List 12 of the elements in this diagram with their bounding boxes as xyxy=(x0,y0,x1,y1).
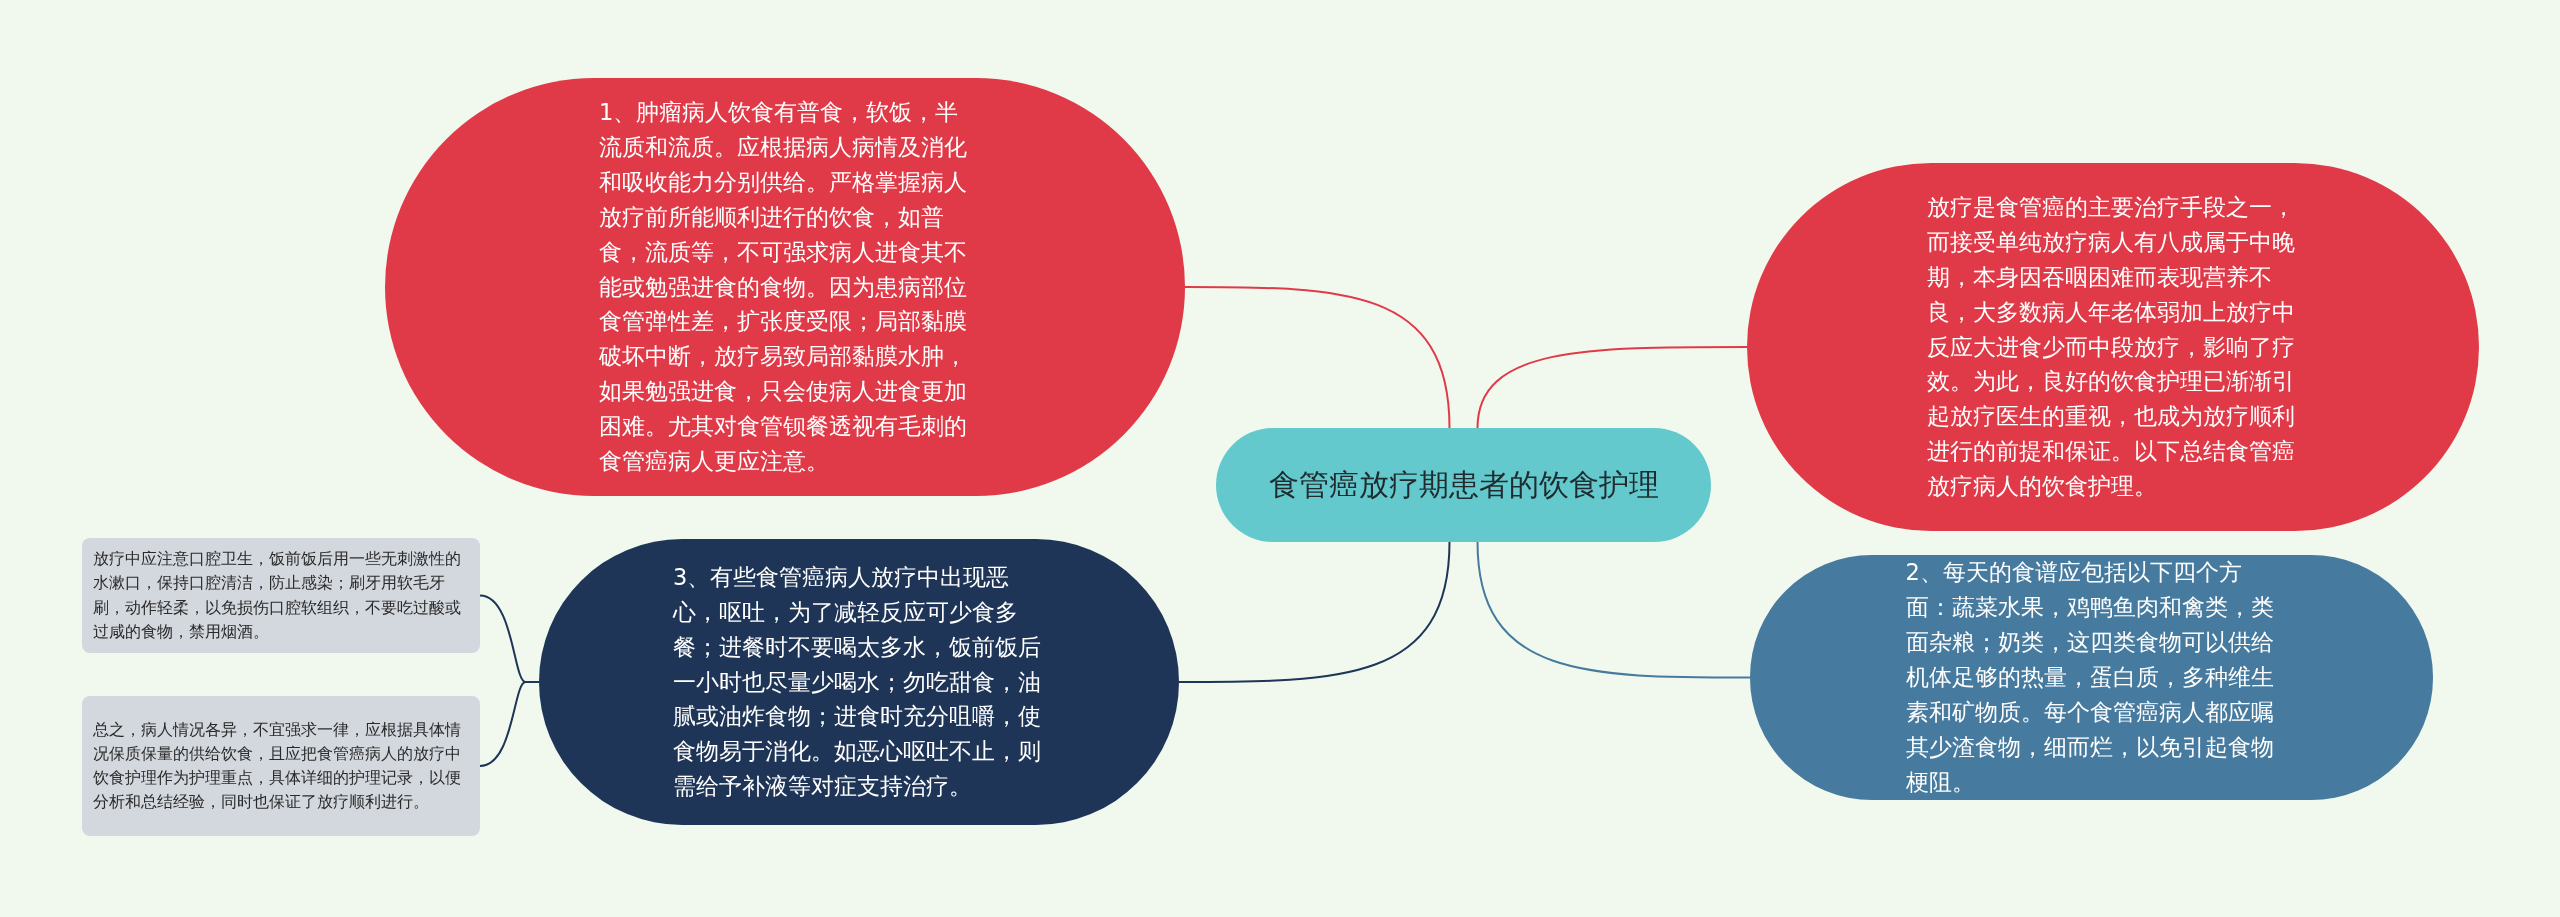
connector-line xyxy=(1476,346,1748,429)
note-card: 总之，病人情况各异，不宜强求一律，应根据具体情况保质保量的供给饮食，且应把食管癌病人的放疗中饮食护理作为护理重点，具体详细的护理记录，以便分析和总结经验，同时也保证了放疗顺利进行。 xyxy=(82,696,480,836)
topic-pill: 2、每天的食谱应包括以下四个方面：蔬菜水果，鸡鸭鱼肉和禽类，类面杂粮；奶类，这四类食物可以供给机体足够的热量，蛋白质，多种维生素和矿物质。每个食管癌病人都应嘱其少渣食物，细而烂，以免引起食物梗阻。 xyxy=(1750,555,2433,800)
connector-line xyxy=(1178,541,1451,683)
topic-pill: 1、肿瘤病人饮食有普食，软饭，半流质和流质。应根据病人病情及消化和吸收能力分别供给。严格掌握病人放疗前所能顺利进行的饮食，如普食，流质等，不可强求病人进食其不能或勉强进食的食物。因为患病部位食管弹性差，扩张度受限；局部黏膜破坏中断，放疗易致局部黏膜水肿，如果勉强进食，只会使病人进食更加困难。尤其对食管钡餐透视有毛刺的食管癌病人更应注意。 xyxy=(385,78,1185,496)
connector-line xyxy=(1184,286,1451,429)
topic-pill: 3、有些食管癌病人放疗中出现恶心，呕吐，为了减轻反应可少食多餐；进餐时不要喝太多水，饭前饭后一小时也尽量少喝水；勿吃甜食，油腻或油炸食物；进食时充分咀嚼，使食物易于消化。如恶心呕吐不止，则需给予补液等对症支持治疗。 xyxy=(539,539,1179,825)
topic-pill: 食管癌放疗期患者的饮食护理 xyxy=(1216,428,1711,542)
connector-line xyxy=(1476,541,1751,679)
connector-line xyxy=(479,681,540,767)
note-card: 放疗中应注意口腔卫生，饭前饭后用一些无刺激性的水漱口，保持口腔清洁，防止感染；刷牙用软毛牙刷，动作轻柔，以免损伤口腔软组织，不要吃过酸或过咸的食物，禁用烟酒。 xyxy=(82,538,480,653)
topic-pill: 放疗是食管癌的主要治疗手段之一，而接受单纯放疗病人有八成属于中晚期，本身因吞咽困难而表现营养不良，大多数病人年老体弱加上放疗中反应大进食少而中段放疗，影响了疗效。为此，良好的饮食护理已渐渐引起放疗医生的重视，也成为放疗顺利进行的前提和保证。以下总结食管癌放疗病人的饮食护理。 xyxy=(1747,163,2479,531)
